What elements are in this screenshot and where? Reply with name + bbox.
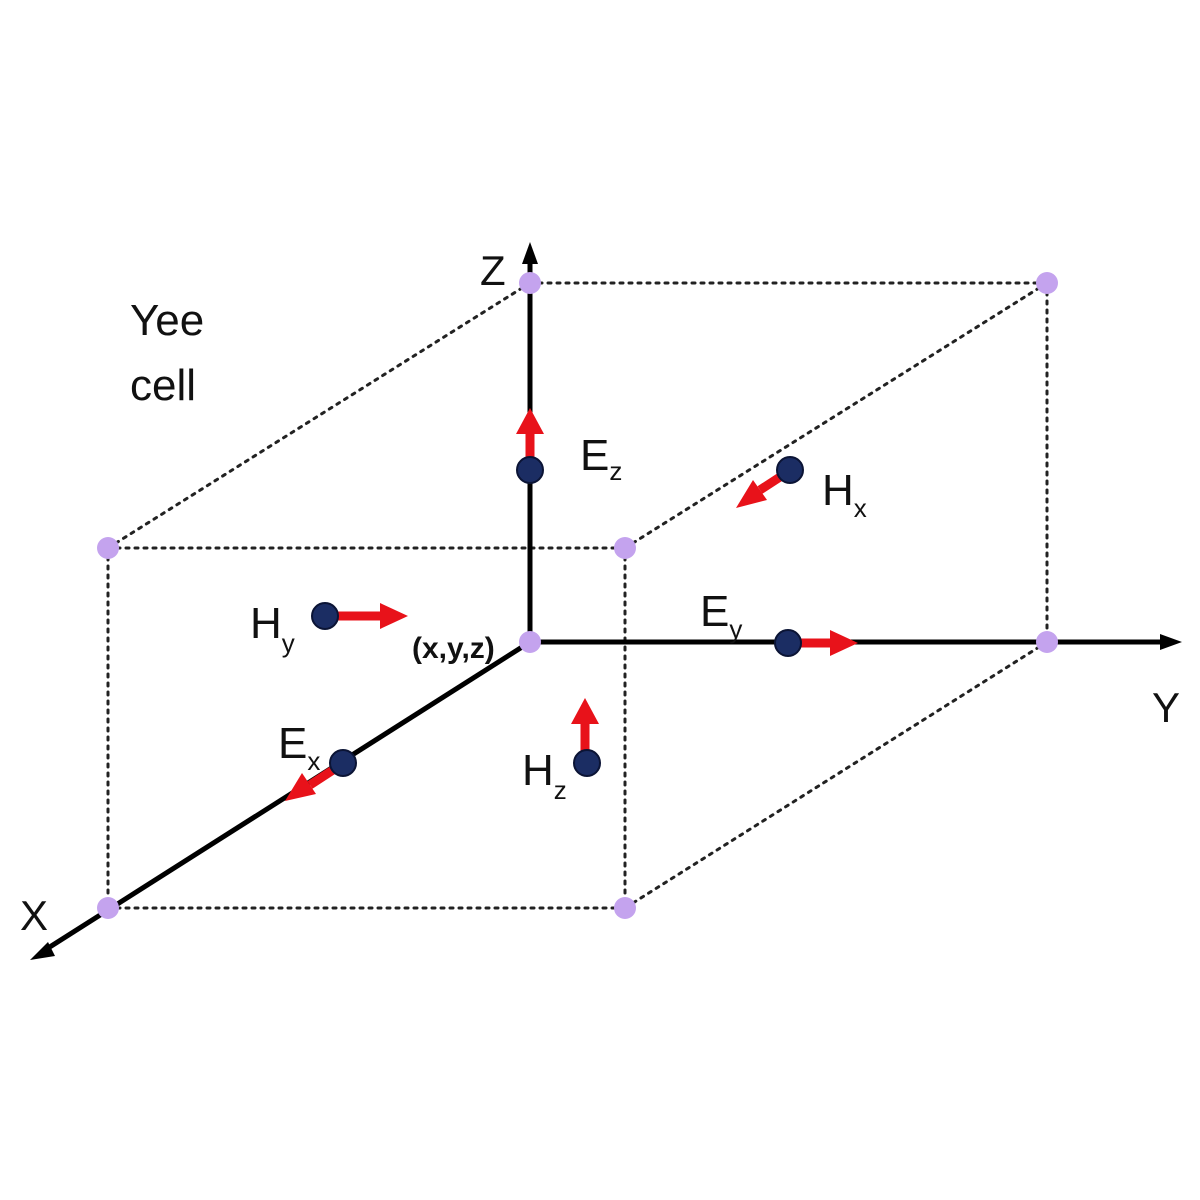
edge-bottom-right-diagonal [623, 640, 1049, 910]
field-nodes [311, 456, 804, 777]
caption-line-1: Yee [130, 296, 204, 345]
vertex-top-front-left [97, 537, 119, 559]
hz-arrowhead [571, 698, 599, 724]
ey-node [774, 629, 802, 657]
field-arrows [285, 408, 858, 801]
vertex-top-front-right [614, 537, 636, 559]
hx-label: Hx [822, 466, 867, 523]
x-axis [43, 639, 532, 953]
ez-arrowhead [516, 408, 544, 434]
ez-label: Ez [580, 431, 622, 486]
x-axis-label: X [20, 892, 48, 939]
axes [30, 242, 1182, 960]
hy-node [311, 602, 339, 630]
origin-label: (x,y,z) [412, 632, 495, 665]
hy-arrowhead [380, 603, 408, 629]
vertex-origin [519, 631, 541, 653]
vertex-top-back-left [519, 272, 541, 294]
hx-node [776, 456, 804, 484]
z-axis-arrowhead [522, 242, 538, 264]
ey-arrowhead [830, 630, 858, 656]
vertex-top-back-right [1036, 272, 1058, 294]
hz-node [573, 749, 601, 777]
hx-arrowhead [736, 480, 767, 508]
vertex-bottom-back-right [1036, 631, 1058, 653]
hy-label: Hy [250, 599, 295, 658]
x-axis-arrowhead [30, 942, 55, 960]
cube-vertices [97, 272, 1058, 919]
cube-edges [106, 281, 1049, 910]
ey-label: Ey [700, 587, 742, 644]
ex-arrowhead [285, 773, 316, 801]
edge-top-left-diagonal [106, 281, 532, 550]
ex-node [329, 749, 357, 777]
edge-top-right-diagonal [623, 281, 1049, 550]
vertex-bottom-front-right [614, 897, 636, 919]
y-axis-label: Y [1152, 684, 1180, 731]
hz-label: Hz [522, 746, 567, 805]
ez-node [516, 456, 544, 484]
ex-label: Ex [278, 719, 320, 776]
ex-arrow [307, 766, 336, 789]
vertex-bottom-front-left [97, 897, 119, 919]
y-axis-arrowhead [1160, 634, 1182, 650]
caption-line-2: cell [130, 361, 196, 410]
hx-arrow [757, 473, 783, 494]
z-axis-label: Z [480, 247, 506, 294]
